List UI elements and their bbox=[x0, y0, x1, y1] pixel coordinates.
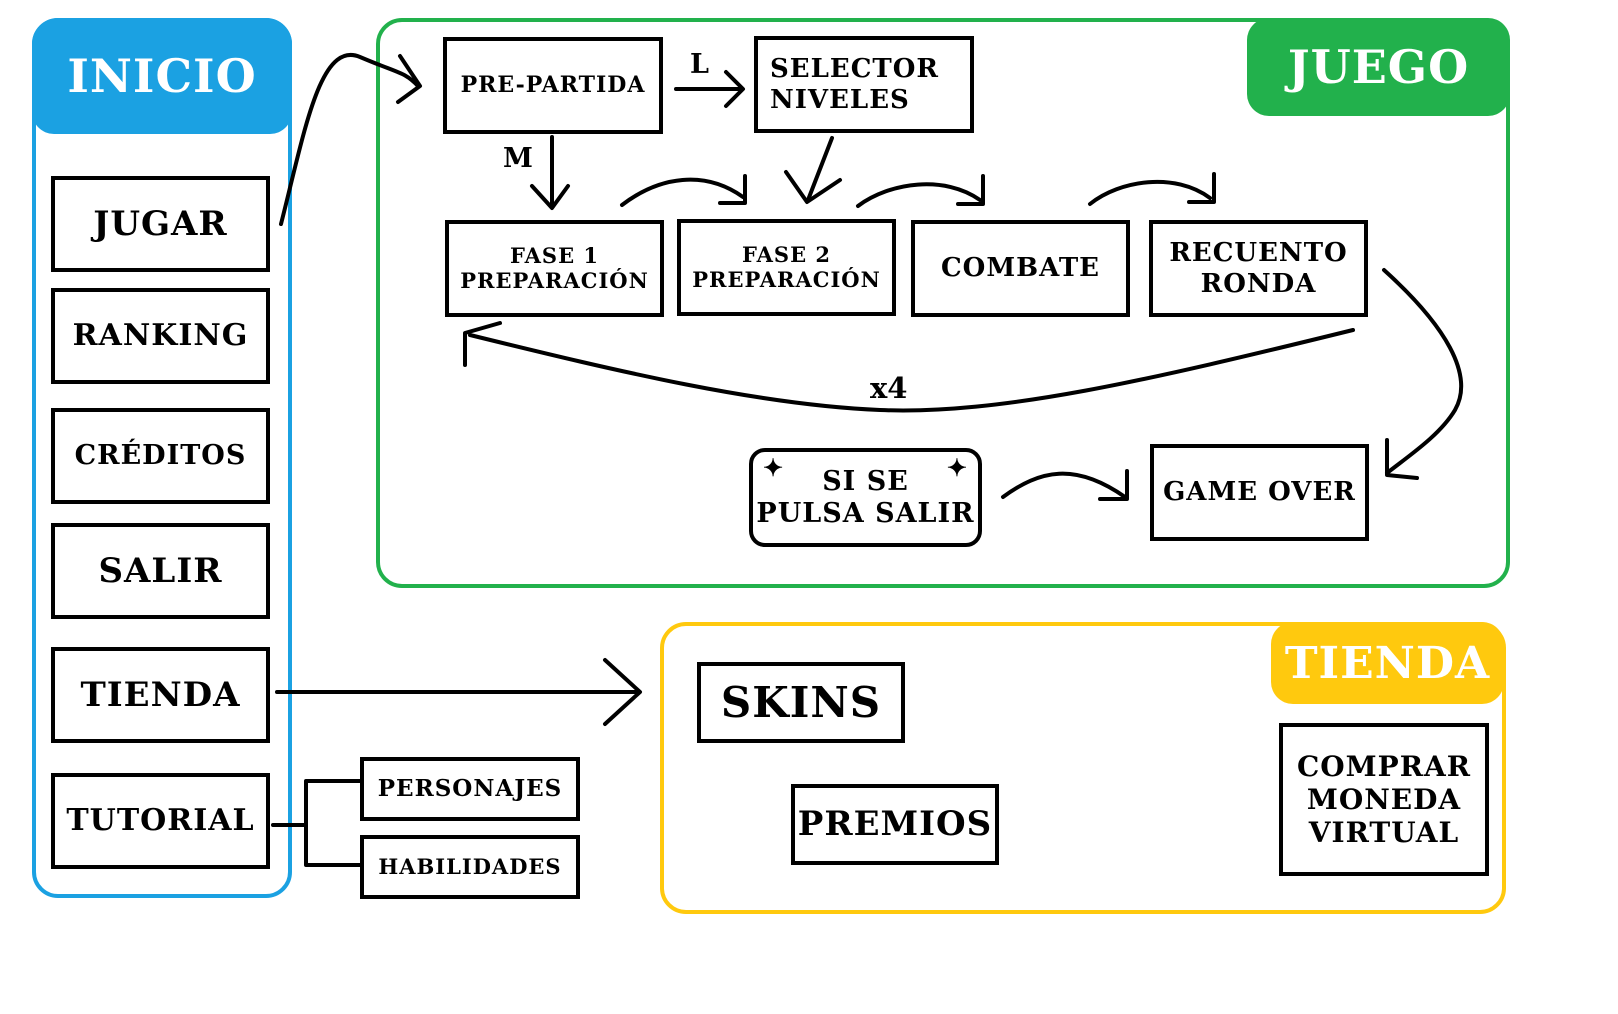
fase2-box[interactable]: FASE 2 PREPARACIÓN bbox=[677, 219, 896, 316]
arrow-salir-to-gameover bbox=[1001, 471, 1127, 499]
arrowhead bbox=[956, 174, 985, 206]
si-se-pulsa-salir-label: SI SE PULSA SALIR bbox=[756, 465, 975, 529]
premios-box[interactable]: PREMIOS bbox=[791, 784, 999, 865]
fase1-box[interactable]: FASE 1 PREPARACIÓN bbox=[445, 220, 664, 317]
star-icon: ✦ bbox=[763, 453, 785, 482]
combate-box[interactable]: COMBATE bbox=[911, 220, 1130, 317]
arrowhead bbox=[1385, 438, 1419, 480]
arrowhead bbox=[603, 658, 642, 726]
inicio-title: INICIO bbox=[32, 18, 292, 134]
label-x4: x4 bbox=[870, 371, 908, 405]
arrowhead bbox=[784, 170, 842, 204]
tutorial-habilidades[interactable]: HABILIDADES bbox=[360, 835, 580, 899]
label-l: L bbox=[690, 49, 709, 80]
arrowhead bbox=[530, 184, 570, 210]
menu-item-tutorial[interactable]: TUTORIAL bbox=[51, 773, 270, 869]
arrow-loop-x4 bbox=[468, 328, 1355, 413]
arrowhead bbox=[718, 174, 747, 205]
arrow-fase1-to-fase2 bbox=[620, 177, 745, 207]
menu-item-jugar[interactable]: JUGAR bbox=[51, 176, 270, 272]
juego-panel bbox=[376, 18, 1510, 588]
menu-item-ranking[interactable]: RANKING bbox=[51, 288, 270, 384]
tutorial-personajes[interactable]: PERSONAJES bbox=[360, 757, 580, 821]
pre-partida-box[interactable]: PRE-PARTIDA bbox=[443, 37, 663, 134]
arrowhead bbox=[396, 54, 422, 104]
star-icon: ✦ bbox=[946, 453, 968, 482]
menu-item-salir[interactable]: SALIR bbox=[51, 523, 270, 619]
arrowhead bbox=[724, 70, 745, 108]
arrowhead bbox=[1187, 172, 1216, 204]
arrowhead bbox=[463, 321, 502, 367]
selector-niveles-box[interactable]: SELECTOR NIVELES bbox=[754, 36, 974, 133]
comprar-moneda-box[interactable]: COMPRAR MONEDA VIRTUAL bbox=[1279, 723, 1489, 876]
menu-item-tienda[interactable]: TIENDA bbox=[51, 647, 270, 743]
juego-title: JUEGO bbox=[1247, 18, 1510, 116]
label-m: M bbox=[503, 143, 533, 174]
tienda-title: TIENDA bbox=[1271, 622, 1504, 704]
skins-box[interactable]: SKINS bbox=[697, 662, 905, 743]
arrow-selector-to-fase2 bbox=[806, 136, 834, 202]
arrow-recuento-to-gameover bbox=[1382, 268, 1464, 475]
arrow-fase2-to-combate bbox=[856, 182, 982, 208]
arrow-combate-to-recuento bbox=[1088, 179, 1212, 206]
game-over-box[interactable]: GAME OVER bbox=[1150, 444, 1369, 541]
arrow-jugar-to-prepartida bbox=[279, 53, 420, 226]
tutorial-connector bbox=[271, 779, 363, 867]
recuento-ronda-box[interactable]: RECUENTO RONDA bbox=[1149, 220, 1368, 317]
si-se-pulsa-salir-box[interactable]: SI SE PULSA SALIR ✦ ✦ bbox=[749, 448, 982, 547]
tienda-panel bbox=[660, 622, 1506, 914]
menu-item-creditos[interactable]: CRÉDITOS bbox=[51, 408, 270, 504]
arrowhead bbox=[1098, 469, 1129, 501]
